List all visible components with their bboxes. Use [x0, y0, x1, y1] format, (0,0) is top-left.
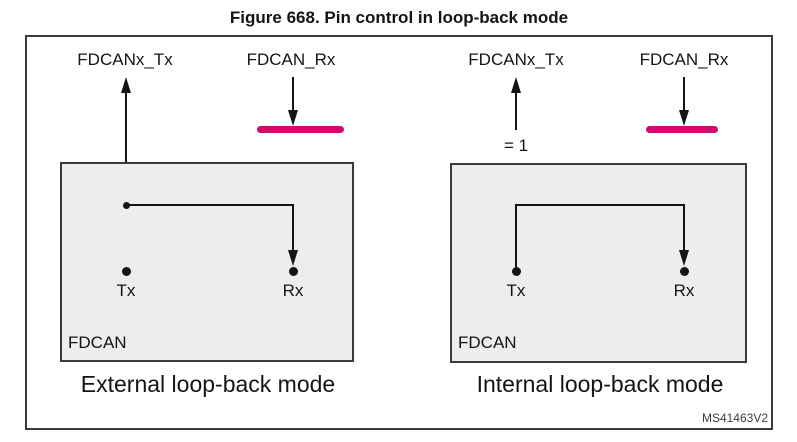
rx-arrow-down-icon: [678, 110, 689, 126]
loopback-vertical-line: [292, 204, 294, 250]
rx-line: [683, 77, 685, 112]
fdcanx-tx-pad-label: FDCANx_Tx: [77, 50, 173, 69]
internal-loopback-caption: Internal loop-back mode: [476, 371, 724, 397]
loopback-arrow-down-icon: [287, 250, 298, 266]
fdcan-block: [60, 162, 354, 362]
tx-pin-dot: [121, 266, 131, 276]
tx-forced-recessive-annotation: = 1: [503, 136, 529, 155]
rx-pad-highlight-bar: [257, 126, 344, 133]
fdcan-block-label: FDCAN: [458, 333, 517, 352]
loopback-horizontal-line: [516, 204, 684, 206]
tx-arrow-up-icon: [510, 77, 521, 93]
tx-line: [515, 91, 517, 130]
tx-pin-label: Tx: [116, 281, 136, 300]
rx-arrow-down-icon: [287, 110, 298, 126]
rx-pin-label: Rx: [282, 281, 304, 300]
fdcan-block-label: FDCAN: [68, 333, 127, 352]
fdcan-rx-pad-label: FDCAN_Rx: [639, 50, 729, 69]
fdcan-block: [450, 163, 747, 363]
loopback-horizontal-line: [126, 204, 293, 206]
external-loopback-caption: External loop-back mode: [80, 371, 336, 397]
rx-pin-dot: [288, 266, 298, 276]
tx-pin-dot: [511, 266, 521, 276]
rx-pad-highlight-bar: [646, 126, 718, 133]
figure-reference-code: MS41463V2: [701, 411, 768, 425]
loopback-right-vertical-line: [683, 204, 685, 250]
rx-pin-label: Rx: [673, 281, 695, 300]
loopback-left-vertical-line: [515, 204, 517, 271]
rx-line: [292, 77, 294, 112]
tx-arrow-up-icon: [120, 77, 131, 93]
fdcan-rx-pad-label: FDCAN_Rx: [246, 50, 336, 69]
tx-pin-label: Tx: [506, 281, 526, 300]
loopback-arrow-down-icon: [678, 250, 689, 266]
figure-title: Figure 668. Pin control in loop-back mod…: [229, 8, 569, 27]
fdcanx-tx-pad-label: FDCANx_Tx: [468, 50, 564, 69]
rx-pin-dot: [679, 266, 689, 276]
